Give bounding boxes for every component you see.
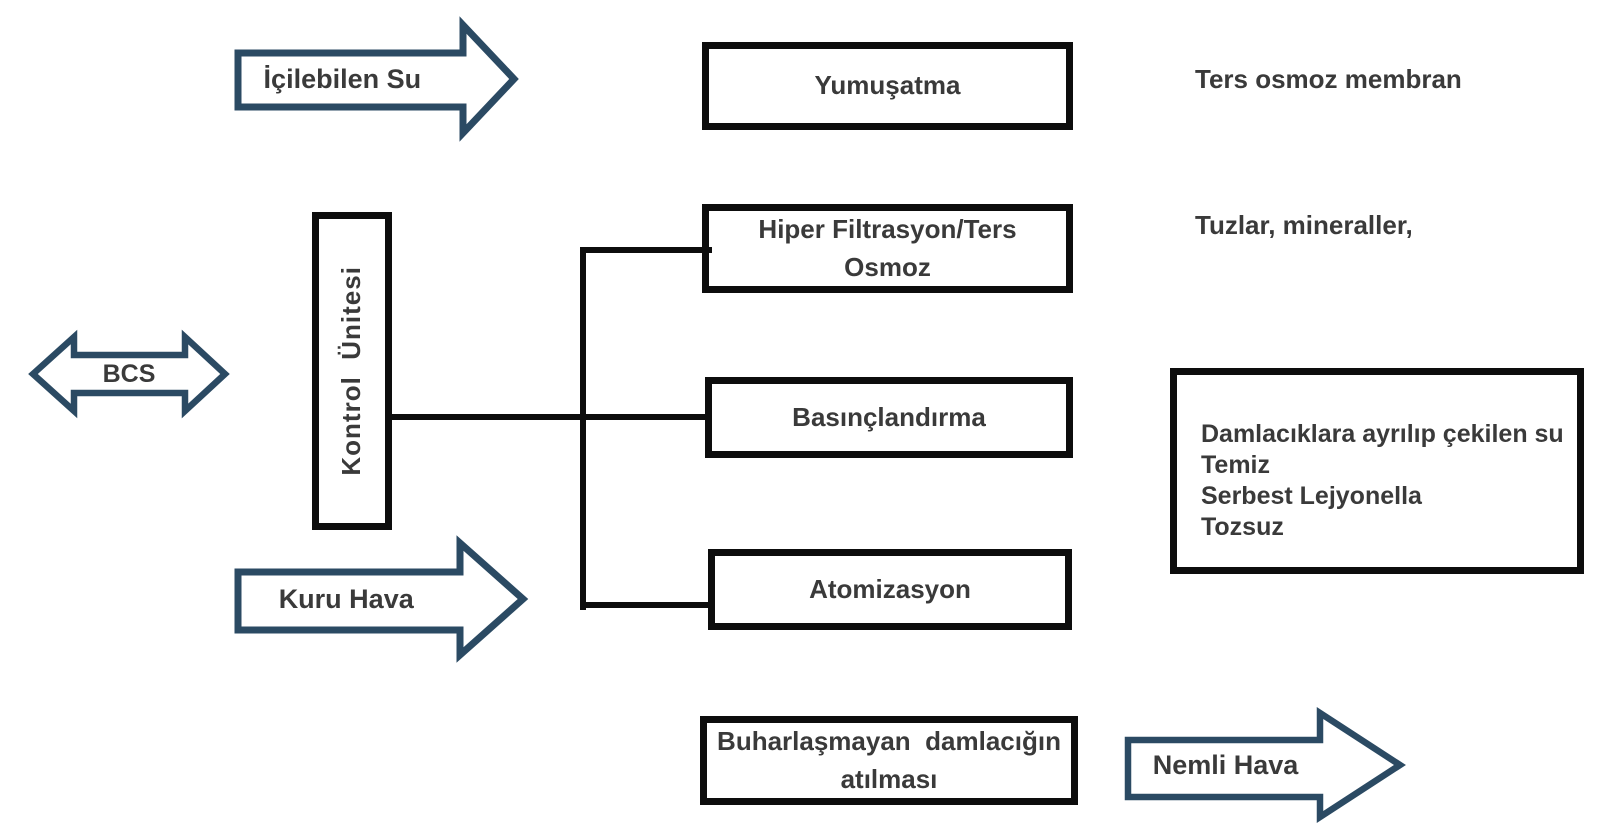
process-box-buharlasmayan: Buharlaşmayan damlacığın atılması xyxy=(700,716,1078,805)
process-box-hiper-filtrasyon: Hiper Filtrasyon/Ters Osmoz xyxy=(702,204,1073,293)
flow-arrow-bcs: BCS xyxy=(28,326,230,422)
box-label-atomizasyon: Atomizasyon xyxy=(809,573,971,604)
connector-branch-middle xyxy=(391,414,712,420)
arrow-label-icilebilen-su: İçilebilen Su xyxy=(263,63,422,94)
arrow-label-kuru-hava: Kuru Hava xyxy=(278,583,414,614)
flow-arrow-kuru-hava: Kuru Hava xyxy=(230,535,529,663)
process-box-yumusatma: Yumuşatma xyxy=(702,42,1073,130)
connector-branch-bottom xyxy=(580,602,712,608)
output-line-3: Serbest Lejyonella xyxy=(1201,482,1422,510)
block-arrow-both-icon xyxy=(28,329,230,419)
box-label-hiper-line2: Osmoz xyxy=(844,251,931,282)
block-arrow-right-icon xyxy=(234,16,519,142)
process-box-atomizasyon: Atomizasyon xyxy=(708,549,1072,630)
box-label-yumusatma: Yumuşatma xyxy=(814,70,961,101)
output-description-box: Damlacıklara ayrılıp çekilen su Temiz Se… xyxy=(1170,368,1584,574)
arrow-label-bcs: BCS xyxy=(102,359,156,388)
output-line-2: Temiz xyxy=(1201,451,1270,479)
box-label-kontrol-unitesi: Kontrol Ünitesi xyxy=(336,266,367,476)
arrow-label-nemli-hava: Nemli Hava xyxy=(1152,749,1299,780)
box-label-hiper-line1: Hiper Filtrasyon/Ters xyxy=(758,213,1017,244)
block-arrow-right-icon xyxy=(1124,707,1406,823)
process-box-basinclandirma: Basınçlandırma xyxy=(705,377,1073,458)
flow-arrow-nemli-hava: Nemli Hava xyxy=(1124,707,1406,823)
annotation-ters-osmoz-membran: Ters osmoz membran xyxy=(1195,64,1462,94)
control-unit-box: Kontrol Ünitesi xyxy=(312,212,392,530)
block-arrow-right-icon xyxy=(234,535,529,663)
box-label-buharlasmayan-line1: Buharlaşmayan damlacığın xyxy=(717,725,1061,756)
flow-arrow-icilebilen-su: İçilebilen Su xyxy=(230,16,519,142)
box-label-basinclandirma: Basınçlandırma xyxy=(792,401,986,432)
box-label-buharlasmayan-line2: atılması xyxy=(840,763,938,794)
output-line-1: Damlacıklara ayrılıp çekilen su xyxy=(1201,420,1564,448)
connector-trunk xyxy=(580,247,586,610)
connector-branch-top xyxy=(580,247,712,253)
output-line-4: Tozsuz xyxy=(1201,513,1284,541)
annotation-tuzlar-mineraller: Tuzlar, mineraller, xyxy=(1195,210,1413,240)
